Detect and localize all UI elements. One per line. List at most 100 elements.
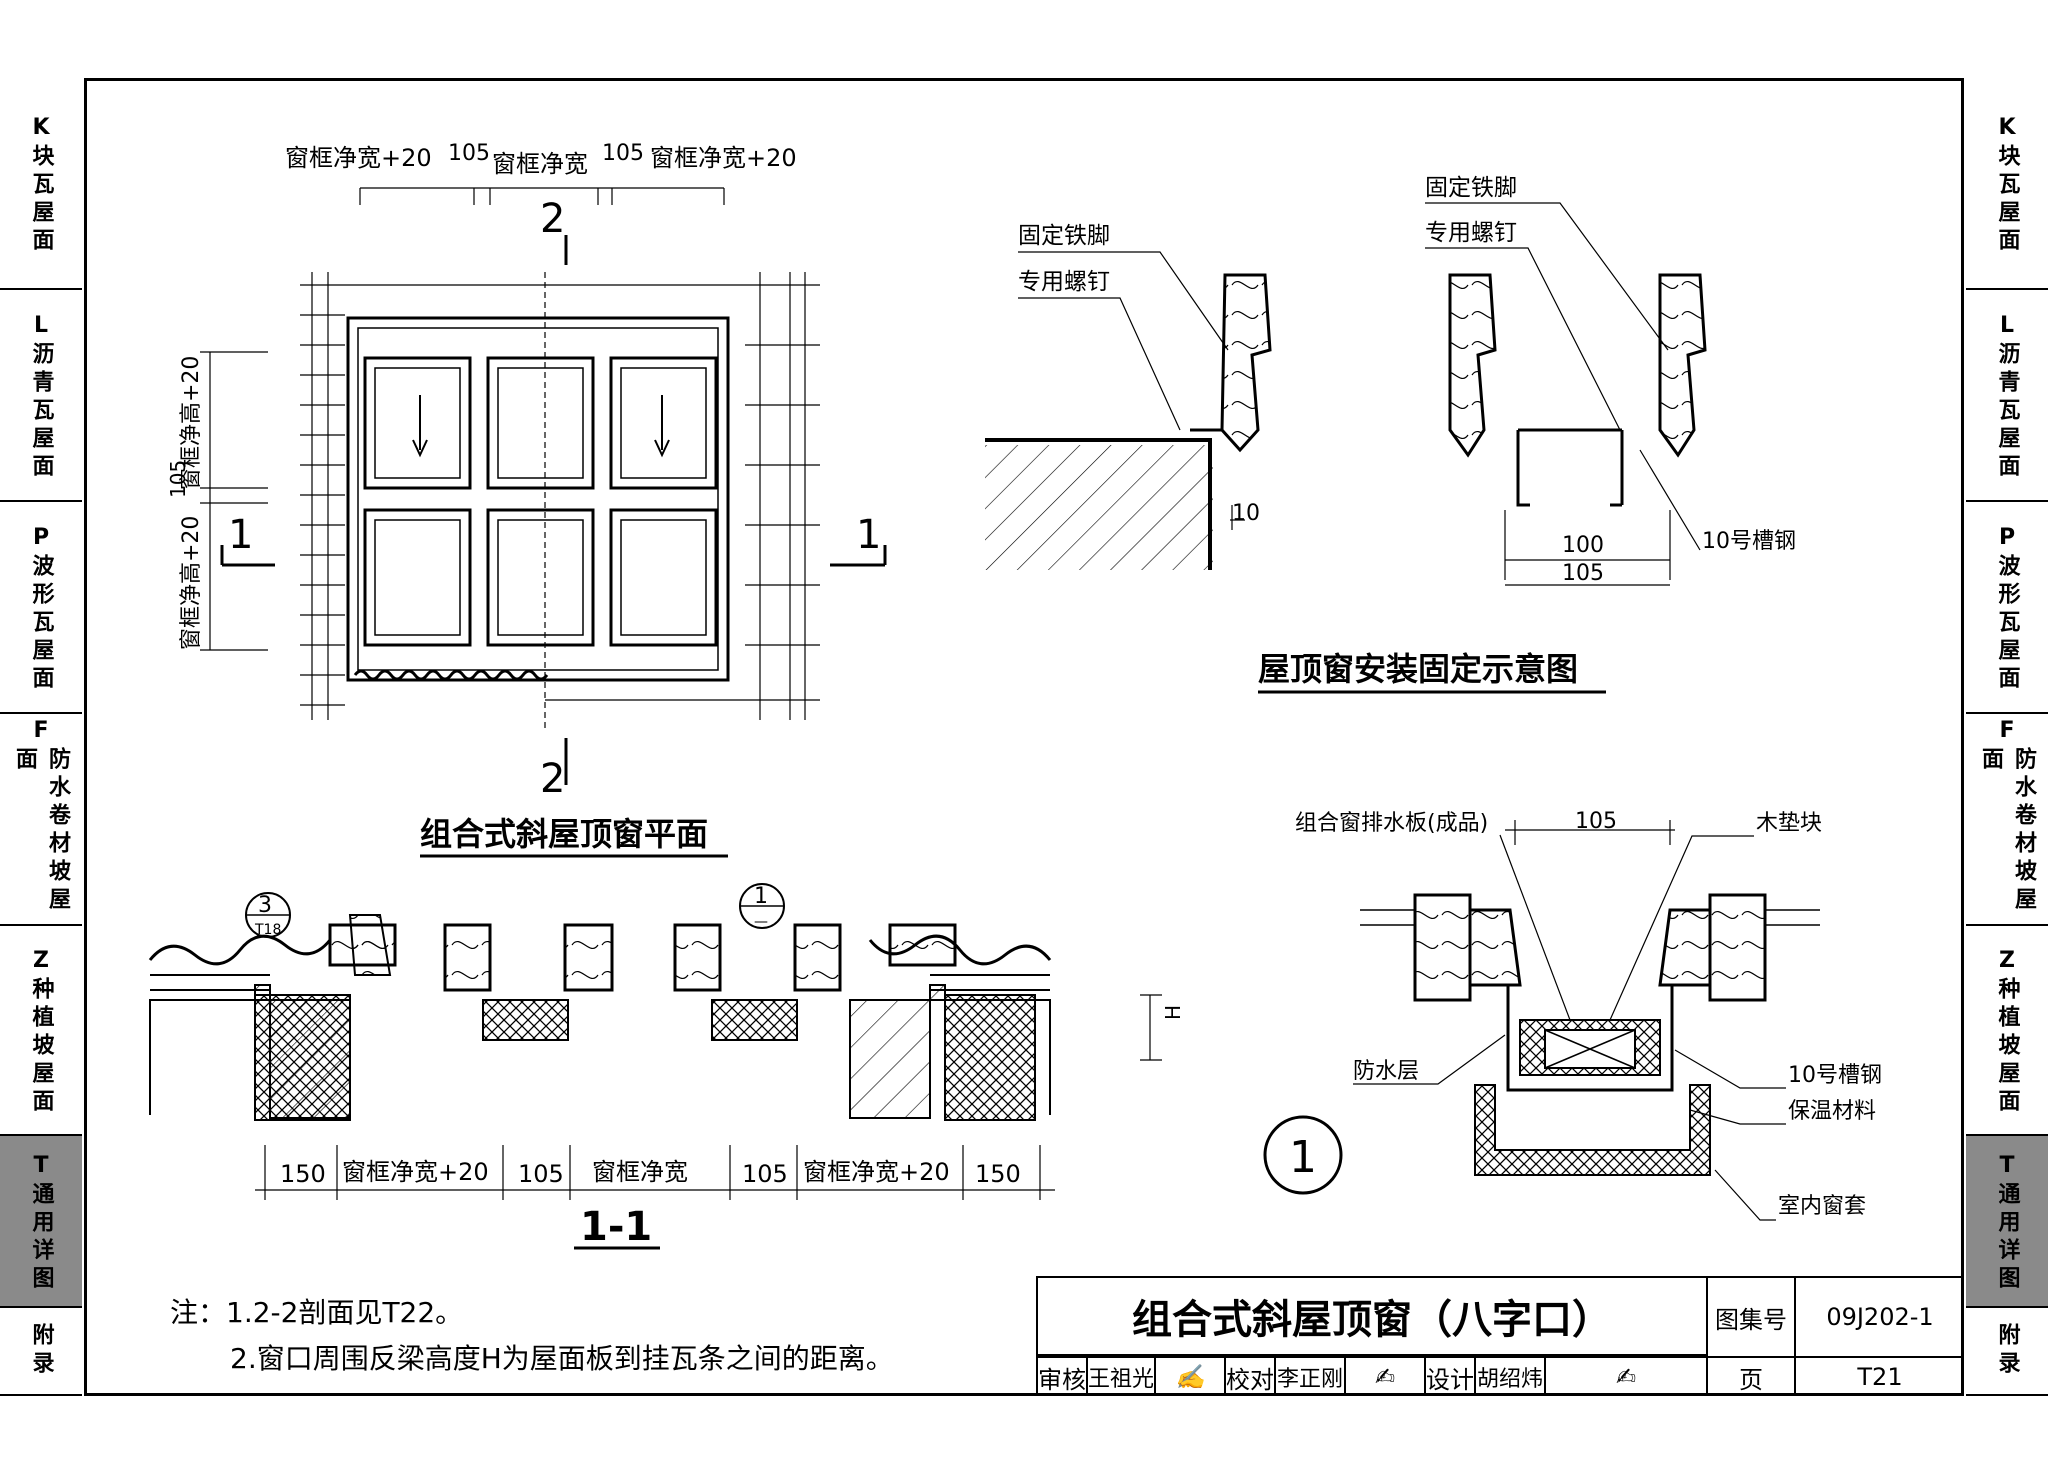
plan-dim-left-3: 窗框净高+20 xyxy=(179,516,204,650)
side-tab-p: P 波形瓦屋面 xyxy=(0,502,82,714)
checker-name: 李正刚 xyxy=(1274,1356,1344,1396)
side-tab-code: K xyxy=(32,114,50,140)
side-tab-label: 防水卷材坡屋面 xyxy=(12,747,70,915)
install-dim-100: 100 xyxy=(1562,533,1604,558)
detail-dim-105: 105 xyxy=(1575,809,1617,834)
title-block: 组合式斜屋顶窗（八字口） 图集号 09J202-1 审核 王祖光 ✍ 校对 李正… xyxy=(1036,1276,1964,1396)
section-mark-1-right: 1 xyxy=(856,512,881,558)
section-mark-2-top: 2 xyxy=(540,196,565,242)
detail-label-waterproof: 防水层 xyxy=(1353,1059,1419,1084)
plan-view: 1 1 2 2 窗框净宽+20 105 窗框净宽 105 窗框净宽+20 窗框净… xyxy=(166,141,887,858)
detail-1: 组合窗排水板(成品) 105 木垫块 防水层 10号槽钢 保温材料 室内窗套 1 xyxy=(1263,809,1882,1221)
side-tab-f: F 防水卷材坡屋面 xyxy=(0,714,82,926)
section-dim-5: 105 xyxy=(742,1160,788,1188)
install-label-foot-left: 固定铁脚 xyxy=(1018,223,1110,249)
page-number: T21 xyxy=(1794,1356,1964,1396)
section-dim-7: 150 xyxy=(975,1160,1021,1188)
atlas-number: 09J202-1 xyxy=(1794,1276,1964,1356)
side-tab-t: T 通用详图 xyxy=(0,1136,82,1308)
side-tab-label: 种植坡屋面 xyxy=(28,976,54,1117)
side-tab-code: L xyxy=(33,312,49,338)
side-tab-label: 波形瓦屋面 xyxy=(1994,553,2020,694)
check-label: 校对 xyxy=(1224,1356,1274,1396)
section-dim-3: 105 xyxy=(518,1160,564,1188)
plan-dim-top-5: 窗框净宽+20 xyxy=(650,144,797,172)
install-title: 屋顶窗安装固定示意图 xyxy=(1258,650,1578,688)
side-tab-code: T xyxy=(33,1152,49,1178)
install-label-screw-left: 专用螺钉 xyxy=(1018,269,1110,295)
detail-label-insul: 保温材料 xyxy=(1788,1099,1876,1124)
detail-label-flash: 组合窗排水板(成品) xyxy=(1295,811,1488,836)
side-tab-p: P 波形瓦屋面 xyxy=(1966,502,2048,714)
side-tab-code: F xyxy=(1999,718,2015,743)
plan-dim-top-4: 105 xyxy=(602,141,644,166)
side-tab-code: K xyxy=(1998,114,2016,140)
side-tab-code: F xyxy=(33,718,49,743)
detail-label-block: 木垫块 xyxy=(1756,811,1822,836)
side-tab-appendix: 附录 xyxy=(0,1308,82,1396)
side-tab-f: F 防水卷材坡屋面 xyxy=(1966,714,2048,926)
section-mark-1-left: 1 xyxy=(228,512,253,558)
plan-dim-top-2: 105 xyxy=(448,141,490,166)
review-label: 审核 xyxy=(1036,1356,1086,1396)
section-title: 1-1 xyxy=(580,1204,652,1250)
plan-dim-left-1: 窗框净高+20 xyxy=(179,356,204,490)
reviewer-signature: ✍ xyxy=(1154,1356,1224,1396)
plan-dim-top-1: 窗框净宽+20 xyxy=(285,144,432,172)
side-tab-label: 波形瓦屋面 xyxy=(28,553,54,694)
side-tab-label: 防水卷材坡屋面 xyxy=(1978,747,2036,915)
section-h-label: H xyxy=(1161,1005,1185,1020)
section-dim-2: 窗框净宽+20 xyxy=(342,1158,489,1186)
atlas-label: 图集号 xyxy=(1706,1276,1794,1356)
section-dim-4: 窗框净宽 xyxy=(592,1158,688,1186)
section-dim-6: 窗框净宽+20 xyxy=(803,1158,950,1186)
detail-label-lining: 室内窗套 xyxy=(1778,1194,1866,1219)
detail-ref-a-sheet: T18 xyxy=(254,922,281,938)
side-tab-code: P xyxy=(1998,524,2016,550)
detail-ref-a-num: 3 xyxy=(258,893,272,918)
designer-name: 胡绍炜 xyxy=(1474,1356,1544,1396)
note-line-1: 注：1.2-2剖面见T22。 xyxy=(170,1296,464,1329)
side-tab-code: Z xyxy=(1999,947,2015,973)
plan-dim-left-2: 105 xyxy=(166,460,190,498)
side-tab-code: P xyxy=(32,524,50,550)
side-tab-label: 通用详图 xyxy=(28,1181,54,1294)
install-label-screw-right: 专用螺钉 xyxy=(1425,220,1517,246)
detail-number: 1 xyxy=(1289,1132,1317,1183)
side-tab-label: 沥青瓦屋面 xyxy=(1994,341,2020,482)
side-tab-k: K 块瓦屋面 xyxy=(1966,78,2048,290)
section-1-1: H 3 T18 1 — 150 窗框净宽+20 105 窗框净宽 105 窗框净… xyxy=(148,883,1185,1250)
side-tab-appendix: 附录 xyxy=(1966,1308,2048,1396)
drawing-title: 组合式斜屋顶窗（八字口） xyxy=(1036,1276,1706,1356)
side-tab-label: 附录 xyxy=(1994,1323,2020,1379)
install-dim-105: 105 xyxy=(1562,561,1604,586)
install-dim-10: 10 xyxy=(1232,501,1260,526)
side-tab-l: L 沥青瓦屋面 xyxy=(0,290,82,502)
side-tab-label: 附录 xyxy=(28,1323,54,1379)
side-tab-k: K 块瓦屋面 xyxy=(0,78,82,290)
notes: 注：1.2-2剖面见T22。 2.窗口周围反梁高度H为屋面板到挂瓦条之间的距离。 xyxy=(170,1290,894,1382)
plan-title: 组合式斜屋顶窗平面 xyxy=(420,815,708,853)
side-tab-t: T 通用详图 xyxy=(1966,1136,2048,1308)
designer-signature: ✍ xyxy=(1544,1356,1706,1396)
detail-ref-b-sheet: — xyxy=(754,914,768,930)
detail-label-channel: 10号槽钢 xyxy=(1788,1063,1882,1088)
drawing-frame xyxy=(84,78,1964,1396)
side-tab-label: 沥青瓦屋面 xyxy=(28,341,54,482)
design-label: 设计 xyxy=(1424,1356,1474,1396)
section-dim-1: 150 xyxy=(280,1160,326,1188)
install-label-foot-right: 固定铁脚 xyxy=(1425,175,1517,201)
side-tab-label: 块瓦屋面 xyxy=(1994,143,2020,256)
side-tab-code: T xyxy=(1999,1152,2015,1178)
install-label-channel: 10号槽钢 xyxy=(1702,529,1796,554)
side-tab-label: 块瓦屋面 xyxy=(28,143,54,256)
side-tab-label: 通用详图 xyxy=(1994,1181,2020,1294)
detail-ref-b-num: 1 xyxy=(754,884,768,909)
install-diagram: 10 固定铁脚 专用螺钉 100 105 固定铁脚 专用螺钉 10号槽钢 屋顶窗… xyxy=(985,175,1796,694)
